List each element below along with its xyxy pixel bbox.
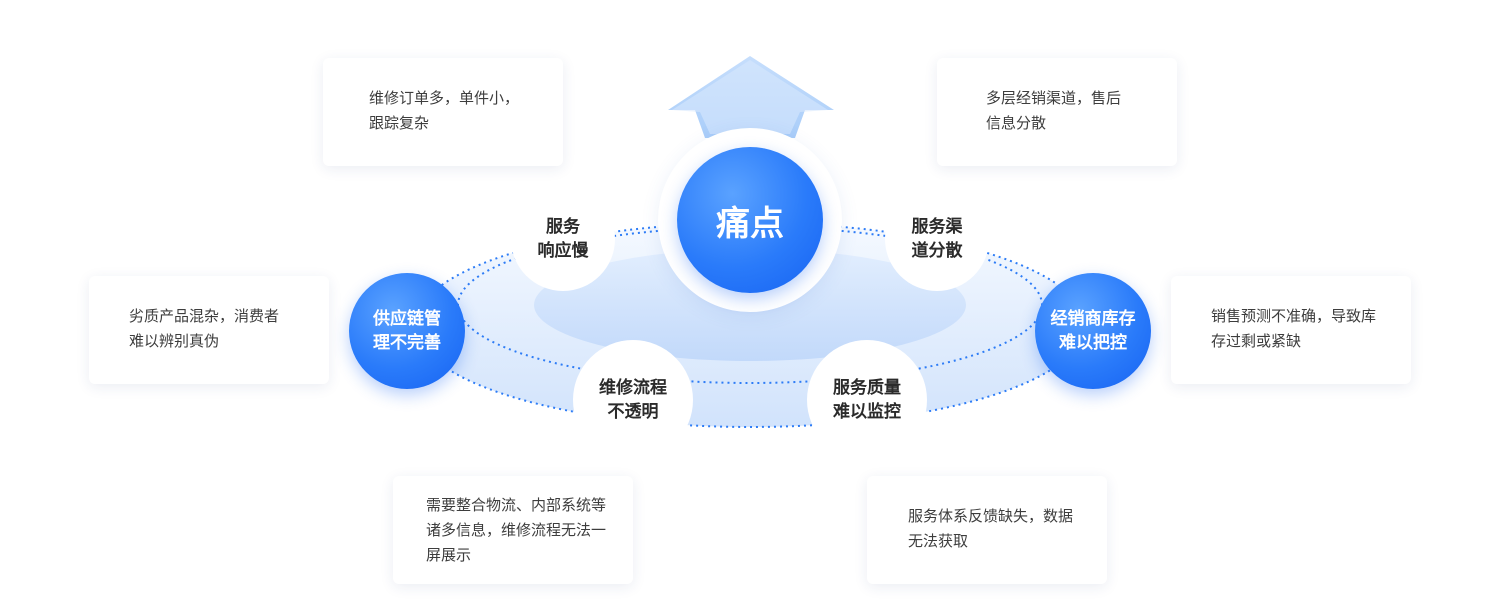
card-text: 多层经销渠道，售后信息分散 [986, 89, 1122, 132]
node-process-opaque: 维修流程 不透明 [573, 340, 693, 460]
card-feedback-missing: 服务体系反馈缺失，数据无法获取 [867, 476, 1107, 584]
node-channel-dispersed: 服务渠 道分散 [885, 187, 989, 291]
card-text: 销售预测不准确，导致库存过剩或紧缺 [1211, 307, 1377, 350]
center-label: 痛点 [716, 203, 784, 244]
node-label: 维修流程 不透明 [599, 378, 667, 422]
card-counterfeit: 劣质产品混杂，消费者难以辨别真伪 [89, 276, 329, 384]
card-text: 劣质产品混杂，消费者难以辨别真伪 [129, 307, 280, 350]
node-supply-chain: 供应链管 理不完善 [349, 273, 465, 389]
card-order-tracking: 维修订单多，单件小，跟踪复杂 [323, 58, 563, 166]
node-label: 服务质量 难以监控 [833, 378, 901, 422]
card-text: 需要整合物流、内部系统等诸多信息，维修流程无法一屏展示 [426, 496, 607, 564]
node-quality-unmonitored: 服务质量 难以监控 [807, 340, 927, 460]
card-text: 维修订单多，单件小，跟踪复杂 [369, 89, 520, 132]
node-label: 服务渠 道分散 [911, 217, 963, 261]
node-label: 供应链管 理不完善 [373, 309, 441, 353]
node-label: 服务 响应慢 [537, 217, 589, 261]
card-process-integration: 需要整合物流、内部系统等诸多信息，维修流程无法一屏展示 [393, 476, 633, 584]
up-arrow-shadow [672, 60, 828, 134]
center-node: 痛点 [677, 147, 823, 293]
card-forecast: 销售预测不准确，导致库存过剩或紧缺 [1171, 276, 1411, 384]
node-dealer-inventory: 经销商库存 难以把控 [1035, 273, 1151, 389]
node-label: 经销商库存 难以把控 [1050, 309, 1136, 353]
node-service-slow: 服务 响应慢 [511, 187, 615, 291]
card-text: 服务体系反馈缺失，数据无法获取 [908, 507, 1074, 550]
card-channel-info: 多层经销渠道，售后信息分散 [937, 58, 1177, 166]
